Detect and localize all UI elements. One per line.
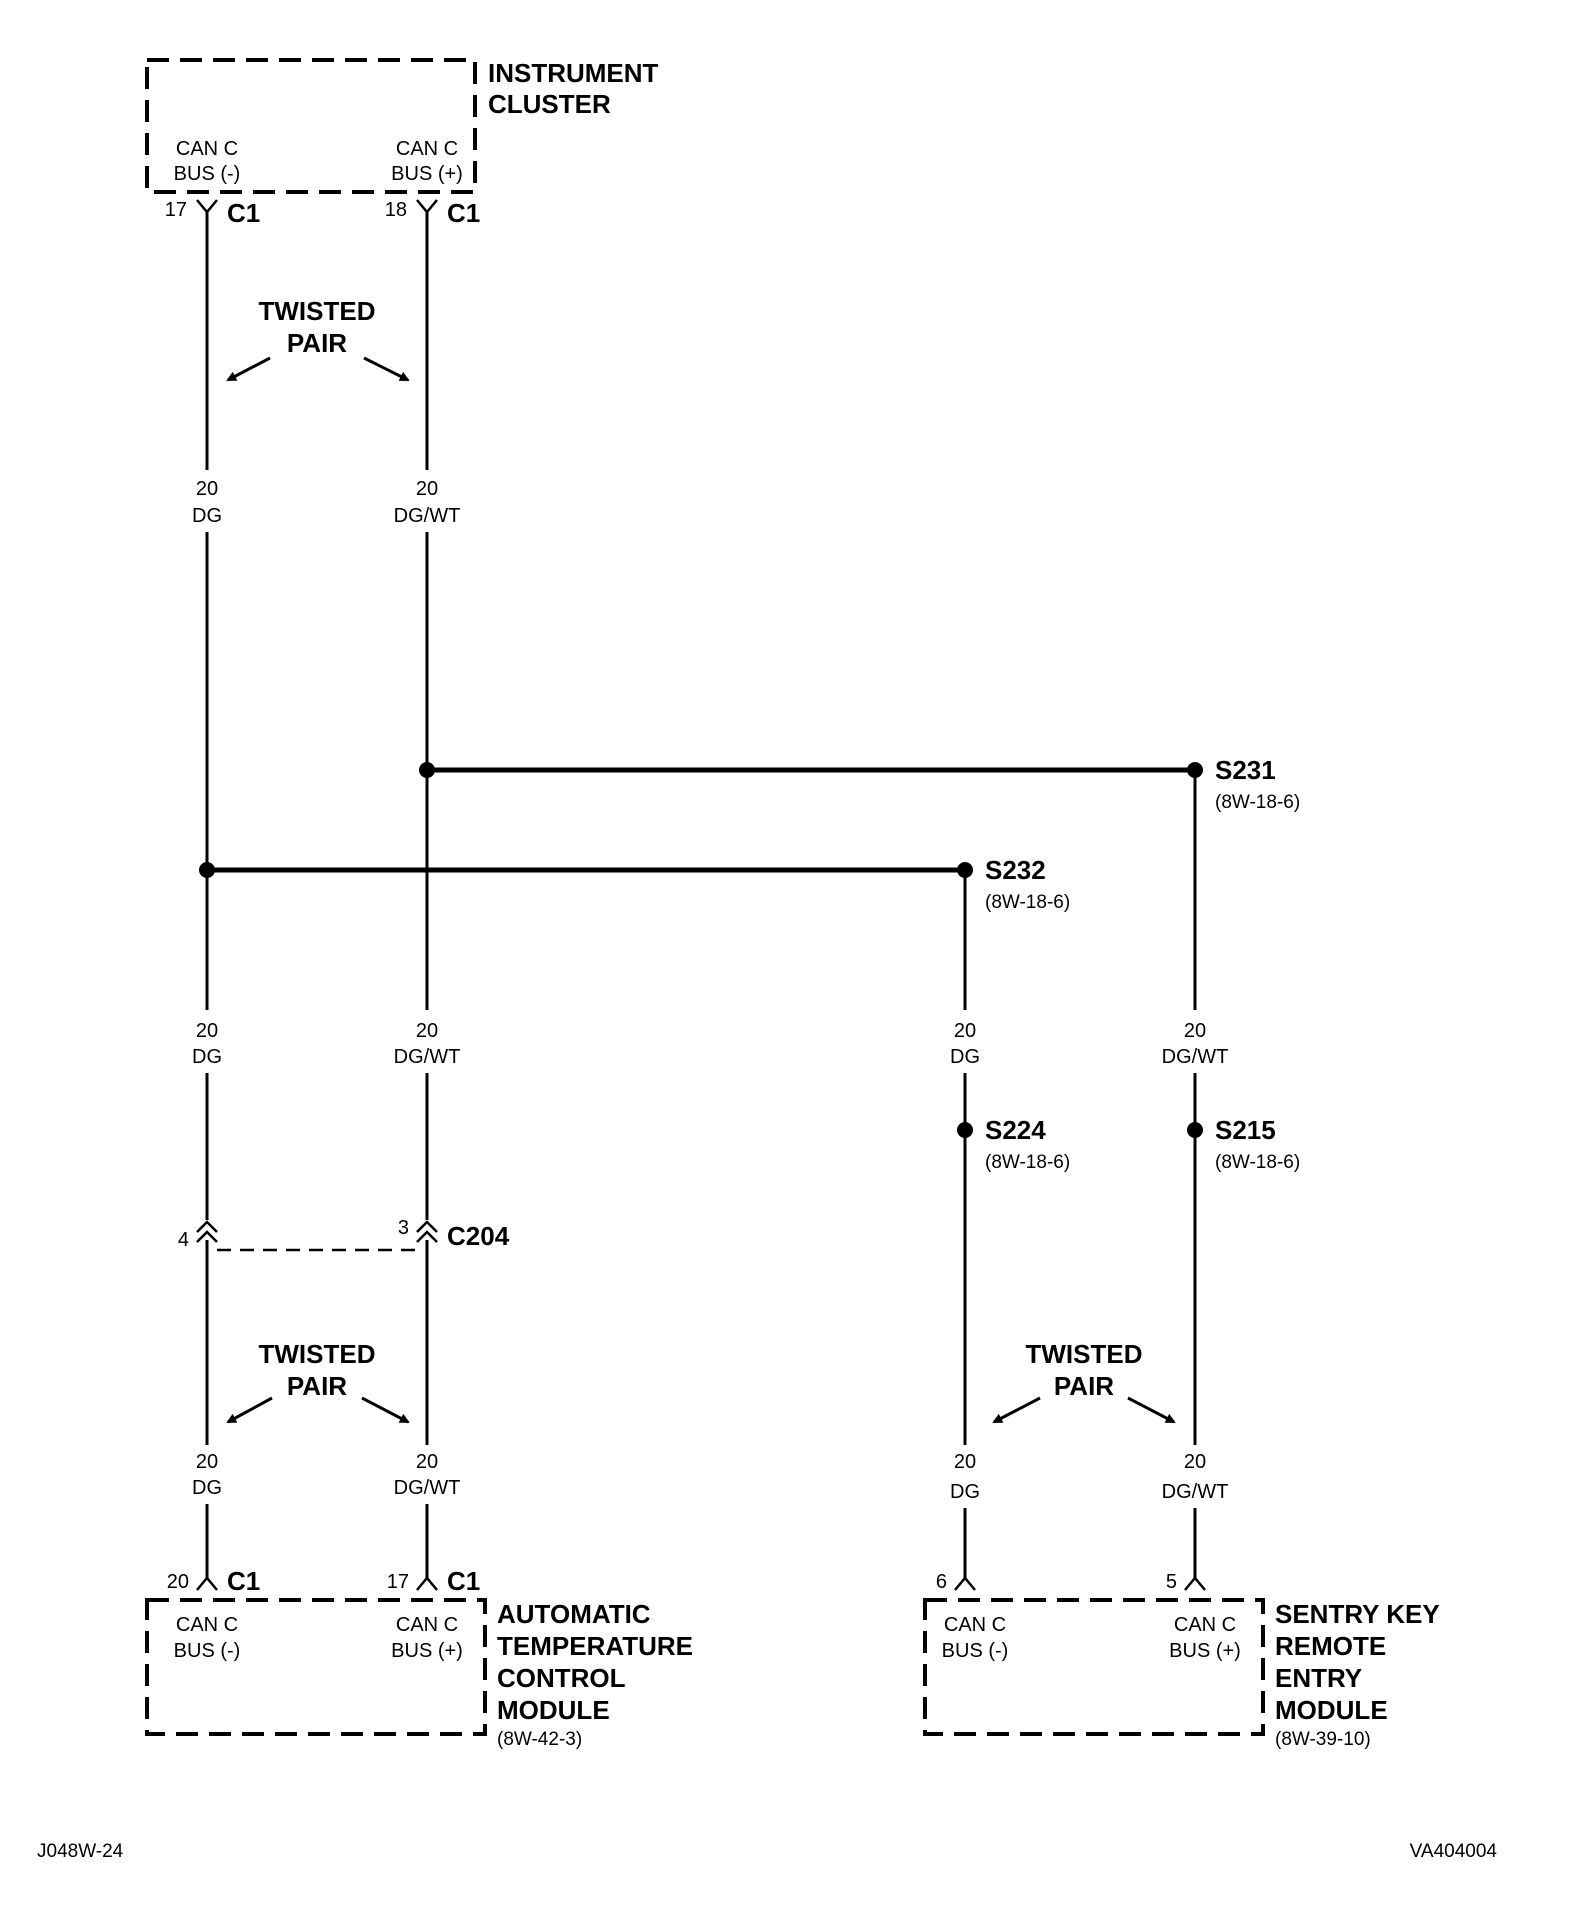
twisted-pair-br-arrow-right <box>1127 1396 1176 1424</box>
ic-c1-name-right: C1 <box>447 198 480 228</box>
wire-dgwt-bottom-gauge: 20 <box>416 1451 438 1473</box>
atc-pin-plus-label-1: CAN C <box>396 1614 458 1636</box>
wire-branch-dg-bottom-gauge: 20 <box>954 1451 976 1473</box>
skreem-title-4: MODULE <box>1275 1695 1388 1725</box>
twisted-pair-top-arrow-right <box>363 356 410 382</box>
splice-s231-name: S231 <box>1215 755 1276 785</box>
skreem-pin5: 5 <box>1166 1571 1177 1593</box>
twisted-pair-top-1: TWISTED <box>259 296 376 326</box>
ic-c1-pin18-connector-icon <box>416 199 438 214</box>
splice-s215-ref: (8W-18-6) <box>1215 1152 1300 1173</box>
wire-dg-bottom-color: DG <box>192 1477 222 1499</box>
atc-c1-pin17-connector-icon <box>416 1576 438 1591</box>
wire-branch-dgwt-gauge: 20 <box>1184 1020 1206 1042</box>
atc-c1-name-right: C1 <box>447 1566 480 1596</box>
splice-s232-name: S232 <box>985 855 1046 885</box>
twisted-pair-top-2: PAIR <box>287 328 347 358</box>
splice-dot-s224 <box>957 1122 973 1138</box>
ic-pin-minus-label-1: CAN C <box>176 138 238 160</box>
atc-c1-name-left: C1 <box>227 1566 260 1596</box>
wire-dgwt-bottom-color: DG/WT <box>394 1477 461 1499</box>
twisted-pair-bl-arrow-left <box>226 1396 273 1424</box>
atc-pin-minus-label-1: CAN C <box>176 1614 238 1636</box>
atc-title-2: TEMPERATURE <box>497 1631 693 1661</box>
wire-branch-dg-color: DG <box>950 1046 980 1068</box>
skreem-pin-plus-label-1: CAN C <box>1174 1614 1236 1636</box>
splice-s224-ref: (8W-18-6) <box>985 1152 1070 1173</box>
wire-dgwt-mid-color: DG/WT <box>394 1046 461 1068</box>
wire-branch-dgwt-bottom-gauge: 20 <box>1184 1451 1206 1473</box>
atc-ref: (8W-42-3) <box>497 1729 582 1750</box>
wire-dgwt-top-color: DG/WT <box>394 505 461 527</box>
atc-title-3: CONTROL <box>497 1663 626 1693</box>
ic-pin-plus-label-1: CAN C <box>396 138 458 160</box>
ic-pin-plus-label-2: BUS (+) <box>391 163 463 185</box>
ic-c1-pin17: 17 <box>165 199 187 221</box>
wire-branch-dgwt-color: DG/WT <box>1162 1046 1229 1068</box>
splice-dot-s215 <box>1187 1122 1203 1138</box>
instrument-cluster-title-1: INSTRUMENT <box>488 58 659 88</box>
skreem-title-3: ENTRY <box>1275 1663 1362 1693</box>
skreem-title-2: REMOTE <box>1275 1631 1386 1661</box>
atc-c1-pin20-connector-icon <box>196 1576 218 1591</box>
wire-branch-dgwt-bottom-color: DG/WT <box>1162 1481 1229 1503</box>
atc-title-1: AUTOMATIC <box>497 1599 651 1629</box>
skreem-pin-plus-label-2: BUS (+) <box>1169 1640 1241 1662</box>
skreem-module-box <box>923 1598 1265 1736</box>
splice-s232-ref: (8W-18-6) <box>985 892 1070 913</box>
wire-dg-bottom-gauge: 20 <box>196 1451 218 1473</box>
ic-pin-minus-label-2: BUS (-) <box>174 163 241 185</box>
skreem-title-1: SENTRY KEY <box>1275 1599 1440 1629</box>
twisted-pair-bl-arrow-right <box>361 1396 410 1424</box>
footer-left-code: J048W-24 <box>37 1841 124 1862</box>
skreem-pin6: 6 <box>936 1571 947 1593</box>
skreem-pin5-connector-icon <box>1184 1576 1206 1591</box>
splice-s224-name: S224 <box>985 1115 1046 1145</box>
splice-s231-ref: (8W-18-6) <box>1215 792 1300 813</box>
skreem-pin-minus-label-2: BUS (-) <box>942 1640 1009 1662</box>
atc-module-box <box>145 1598 487 1736</box>
wire-branch-dg-gauge: 20 <box>954 1020 976 1042</box>
atc-title-4: MODULE <box>497 1695 610 1725</box>
atc-pin-plus-label-2: BUS (+) <box>391 1640 463 1662</box>
splice-s215-name: S215 <box>1215 1115 1276 1145</box>
c204-pin4: 4 <box>178 1229 189 1251</box>
ic-c1-pin17-connector-icon <box>196 199 218 214</box>
c204-pin4-connector-icon <box>196 1220 218 1243</box>
wire-dg-mid-color: DG <box>192 1046 222 1068</box>
footer-right-code: VA404004 <box>1410 1841 1498 1862</box>
instrument-cluster-title-2: CLUSTER <box>488 89 611 119</box>
twisted-pair-top-arrow-left <box>226 356 271 382</box>
twisted-pair-br-2: PAIR <box>1054 1371 1114 1401</box>
skreem-ref: (8W-39-10) <box>1275 1729 1371 1750</box>
atc-c1-pin20: 20 <box>167 1571 189 1593</box>
c204-pin3-connector-icon <box>416 1220 438 1243</box>
twisted-pair-bl-2: PAIR <box>287 1371 347 1401</box>
twisted-pair-bl-1: TWISTED <box>259 1339 376 1369</box>
wire-dgwt-mid-gauge: 20 <box>416 1020 438 1042</box>
twisted-pair-br-arrow-left <box>992 1396 1041 1424</box>
ic-c1-name-left: C1 <box>227 198 260 228</box>
wire-dg-top-gauge: 20 <box>196 478 218 500</box>
wire-branch-dg-bottom-color: DG <box>950 1481 980 1503</box>
atc-c1-pin17: 17 <box>387 1571 409 1593</box>
skreem-pin6-connector-icon <box>954 1576 976 1591</box>
atc-pin-minus-label-2: BUS (-) <box>174 1640 241 1662</box>
c204-name: C204 <box>447 1221 510 1251</box>
wire-dg-mid-gauge: 20 <box>196 1020 218 1042</box>
skreem-pin-minus-label-1: CAN C <box>944 1614 1006 1636</box>
wire-dgwt-top-gauge: 20 <box>416 478 438 500</box>
wire-dg-top-color: DG <box>192 505 222 527</box>
twisted-pair-br-1: TWISTED <box>1026 1339 1143 1369</box>
ic-c1-pin18: 18 <box>385 199 407 221</box>
c204-pin3: 3 <box>398 1217 409 1239</box>
